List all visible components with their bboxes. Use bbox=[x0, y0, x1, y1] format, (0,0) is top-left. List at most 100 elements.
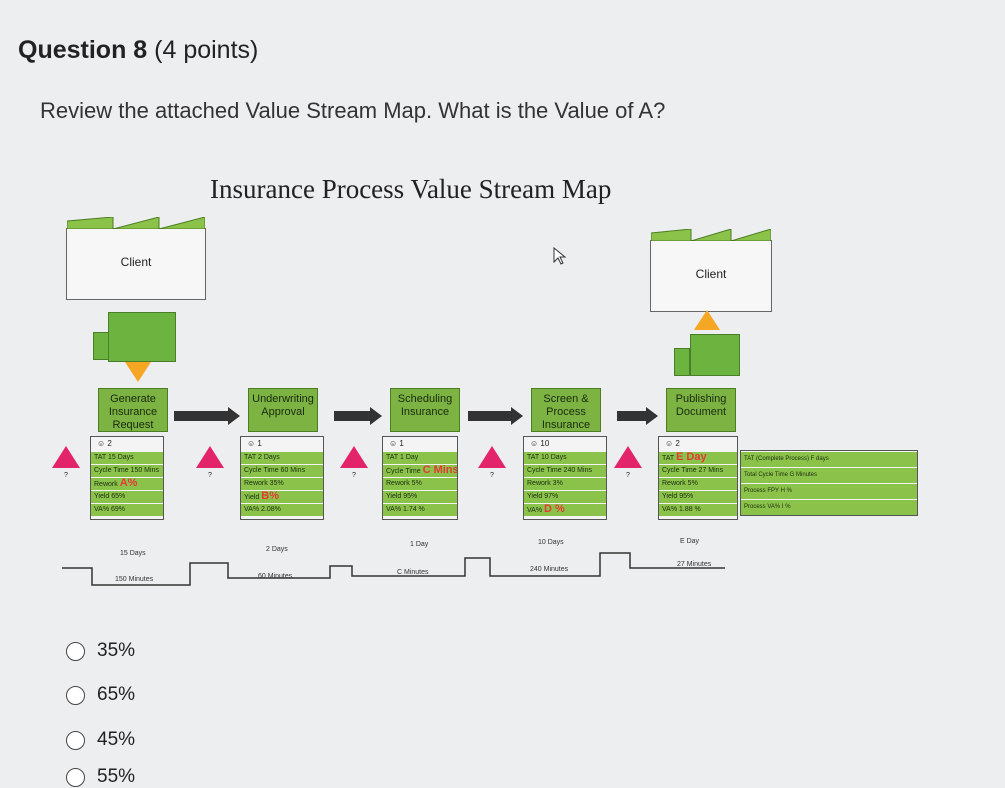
client-left-label: Client bbox=[120, 255, 152, 269]
push-arrow-head-icon bbox=[370, 407, 382, 425]
variable-label: E Day bbox=[676, 451, 707, 463]
answer-label: 45% bbox=[97, 729, 136, 750]
data-line: VA% 69% bbox=[91, 503, 163, 516]
data-line-text: Yield 97% bbox=[527, 493, 559, 500]
data-line: Rework 5% bbox=[383, 477, 457, 490]
data-line-text: VA% 2.08% bbox=[244, 506, 281, 513]
summary-line: Total Cycle Time G Minutes bbox=[741, 467, 917, 483]
data-line-text: TAT bbox=[662, 455, 676, 462]
inventory-label: ? bbox=[626, 472, 630, 479]
timeline-bottom-label: 27 Minutes bbox=[677, 561, 712, 568]
push-arrow-head-icon bbox=[646, 407, 658, 425]
process-header: Publishing Document bbox=[666, 388, 736, 432]
question-text: Review the attached Value Stream Map. Wh… bbox=[40, 98, 666, 123]
variable-label: D % bbox=[544, 503, 565, 515]
data-line-text: VA% 1.74 % bbox=[386, 506, 425, 513]
data-line: Rework 3% bbox=[524, 477, 606, 490]
radio-button[interactable] bbox=[66, 685, 85, 705]
answer-option[interactable]: 65% bbox=[66, 684, 135, 706]
answer-option[interactable]: 35% bbox=[66, 640, 135, 662]
data-line: Cycle Time C Mins bbox=[383, 464, 457, 477]
push-arrow-shaft bbox=[174, 411, 228, 421]
data-line-text: TAT 15 Days bbox=[94, 454, 134, 461]
data-line: Cycle Time 27 Mins bbox=[659, 464, 737, 477]
data-line-text: Yield 95% bbox=[386, 493, 418, 500]
timeline-top-label: E Day bbox=[680, 538, 700, 545]
inventory-triangle-icon bbox=[52, 446, 80, 468]
data-line: Cycle Time 150 Mins bbox=[91, 464, 163, 477]
process-header: Scheduling Insurance bbox=[390, 388, 460, 432]
variable-label: B% bbox=[261, 490, 279, 502]
answer-option[interactable]: 45% bbox=[66, 729, 135, 751]
data-line-text: Cycle Time 240 Mins bbox=[527, 467, 592, 474]
timeline-top-label: 10 Days bbox=[538, 539, 564, 546]
data-line-text: Yield 95% bbox=[662, 493, 694, 500]
data-line: Rework 5% bbox=[659, 477, 737, 490]
truck-icon bbox=[108, 312, 176, 362]
data-line-text: Yield 65% bbox=[94, 493, 126, 500]
inventory-label: ? bbox=[490, 472, 494, 479]
radio-button[interactable] bbox=[66, 730, 85, 750]
variable-label: C Mins bbox=[422, 464, 457, 476]
timeline-top-label: 15 Days bbox=[120, 550, 146, 557]
process-header: Screen & Process Insurance bbox=[531, 388, 601, 432]
timeline-top-label: 2 Days bbox=[266, 546, 288, 553]
data-line: Cycle Time 240 Mins bbox=[524, 464, 606, 477]
data-line-text: Cycle Time bbox=[386, 468, 423, 475]
operator-count: ☺ 1 bbox=[247, 439, 262, 448]
data-line: Yield 65% bbox=[91, 490, 163, 503]
answer-label: 35% bbox=[97, 640, 136, 661]
factory-roof-icon bbox=[67, 217, 205, 229]
data-line: TAT E Day bbox=[659, 451, 737, 464]
push-arrow-shaft bbox=[617, 411, 646, 421]
timeline-bottom-label: 240 Minutes bbox=[530, 566, 569, 573]
inventory-triangle-icon bbox=[340, 446, 368, 468]
question-title: Question 8 (4 points) bbox=[18, 36, 258, 65]
data-line-text: VA% 69% bbox=[94, 506, 125, 513]
data-line: Rework A% bbox=[91, 477, 163, 490]
data-line-text: VA% 1.88 % bbox=[662, 506, 701, 513]
inventory-label: ? bbox=[64, 472, 68, 479]
data-line: Rework 35% bbox=[241, 477, 323, 490]
process-header: Generate Insurance Request bbox=[98, 388, 168, 432]
operator-count: ☺ 10 bbox=[530, 439, 550, 448]
push-arrow-head-icon bbox=[228, 407, 240, 425]
data-line-text: TAT 1 Day bbox=[386, 454, 419, 461]
client-right-factory: Client bbox=[650, 229, 772, 312]
data-line: TAT 1 Day bbox=[383, 451, 457, 464]
data-line: VA% 1.88 % bbox=[659, 503, 737, 516]
inventory-triangle-icon bbox=[478, 446, 506, 468]
operator-count: ☺ 1 bbox=[389, 439, 404, 448]
question-number: Question 8 bbox=[18, 36, 148, 64]
truck-icon bbox=[690, 334, 740, 376]
push-arrow-shaft bbox=[334, 411, 370, 421]
data-line: Cycle Time 60 Mins bbox=[241, 464, 323, 477]
truck-cab-icon bbox=[93, 332, 109, 360]
push-arrow-shaft bbox=[468, 411, 511, 421]
timeline-bottom-label: 150 Minutes bbox=[115, 576, 154, 583]
data-line-text: TAT 2 Days bbox=[244, 454, 280, 461]
inventory-triangle-icon bbox=[614, 446, 642, 468]
data-line: Yield 95% bbox=[659, 490, 737, 503]
up-arrow-icon bbox=[694, 310, 720, 330]
summary-line: Process FPY H % bbox=[741, 483, 917, 499]
data-line-text: Rework 35% bbox=[244, 480, 284, 487]
timeline-top-label: 1 Day bbox=[410, 541, 429, 548]
answer-option[interactable]: 55% bbox=[66, 766, 135, 788]
variable-label: A% bbox=[119, 477, 138, 489]
cursor-icon bbox=[553, 247, 567, 265]
radio-button[interactable] bbox=[66, 767, 85, 787]
vsm-title: Insurance Process Value Stream Map bbox=[210, 174, 612, 204]
radio-button[interactable] bbox=[66, 641, 85, 661]
data-line-text: Cycle Time 150 Mins bbox=[94, 467, 159, 474]
data-line: TAT 15 Days bbox=[91, 451, 163, 464]
data-line: Yield B% bbox=[241, 490, 323, 503]
answer-label: 65% bbox=[97, 684, 136, 705]
data-line: VA% 2.08% bbox=[241, 503, 323, 516]
process-header: Underwriting Approval bbox=[248, 388, 318, 432]
